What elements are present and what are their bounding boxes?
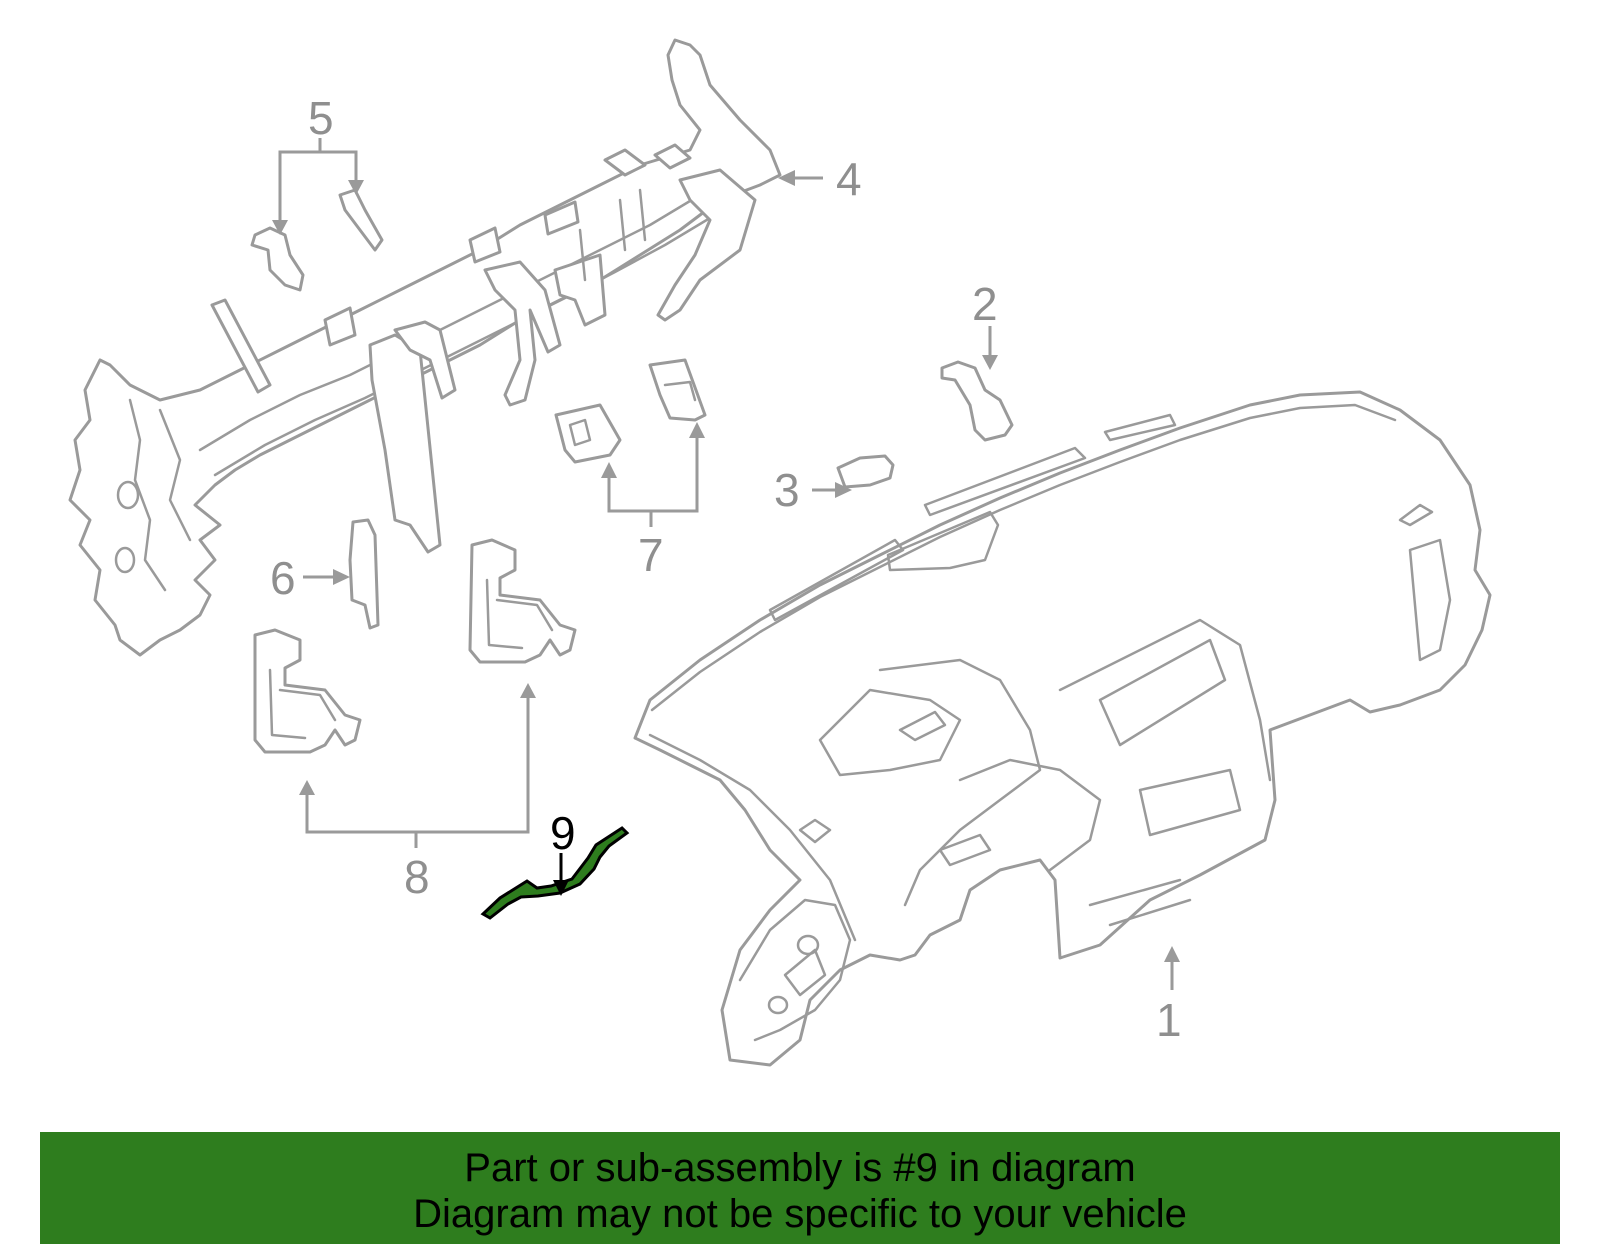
banner-line-disclaimer: Diagram may not be specific to your vehi…: [413, 1192, 1187, 1236]
part-6-bracket: [348, 518, 380, 630]
part-7-brackets: [554, 358, 707, 464]
part-9-bracket: [480, 826, 630, 920]
callout-2: 2: [972, 278, 998, 330]
callout-5: 5: [308, 92, 334, 144]
callout-4: 4: [836, 153, 862, 205]
callout-8: 8: [404, 851, 430, 903]
part-5-brackets: [250, 188, 384, 292]
callout-1: 1: [1156, 994, 1182, 1046]
callout-6: 6: [270, 552, 296, 604]
callout-3: 3: [774, 464, 800, 516]
info-banner: Part or sub-assembly is #9 in diagram Di…: [40, 1132, 1560, 1244]
part-2-bracket: [940, 360, 1014, 442]
callout-9: 9: [550, 807, 576, 859]
part-3-clip: [836, 454, 895, 489]
part-1-instrument-panel: [633, 390, 1492, 1067]
callout-7: 7: [638, 529, 664, 581]
part-4-cross-car-beam: [68, 38, 782, 657]
banner-line-part-number: Part or sub-assembly is #9 in diagram: [464, 1146, 1136, 1190]
callout-labels: 1 2 3 4 5 6 7 8 9: [270, 92, 1182, 1046]
leader-lines: [272, 138, 1180, 990]
part-8-brackets: [253, 538, 577, 754]
